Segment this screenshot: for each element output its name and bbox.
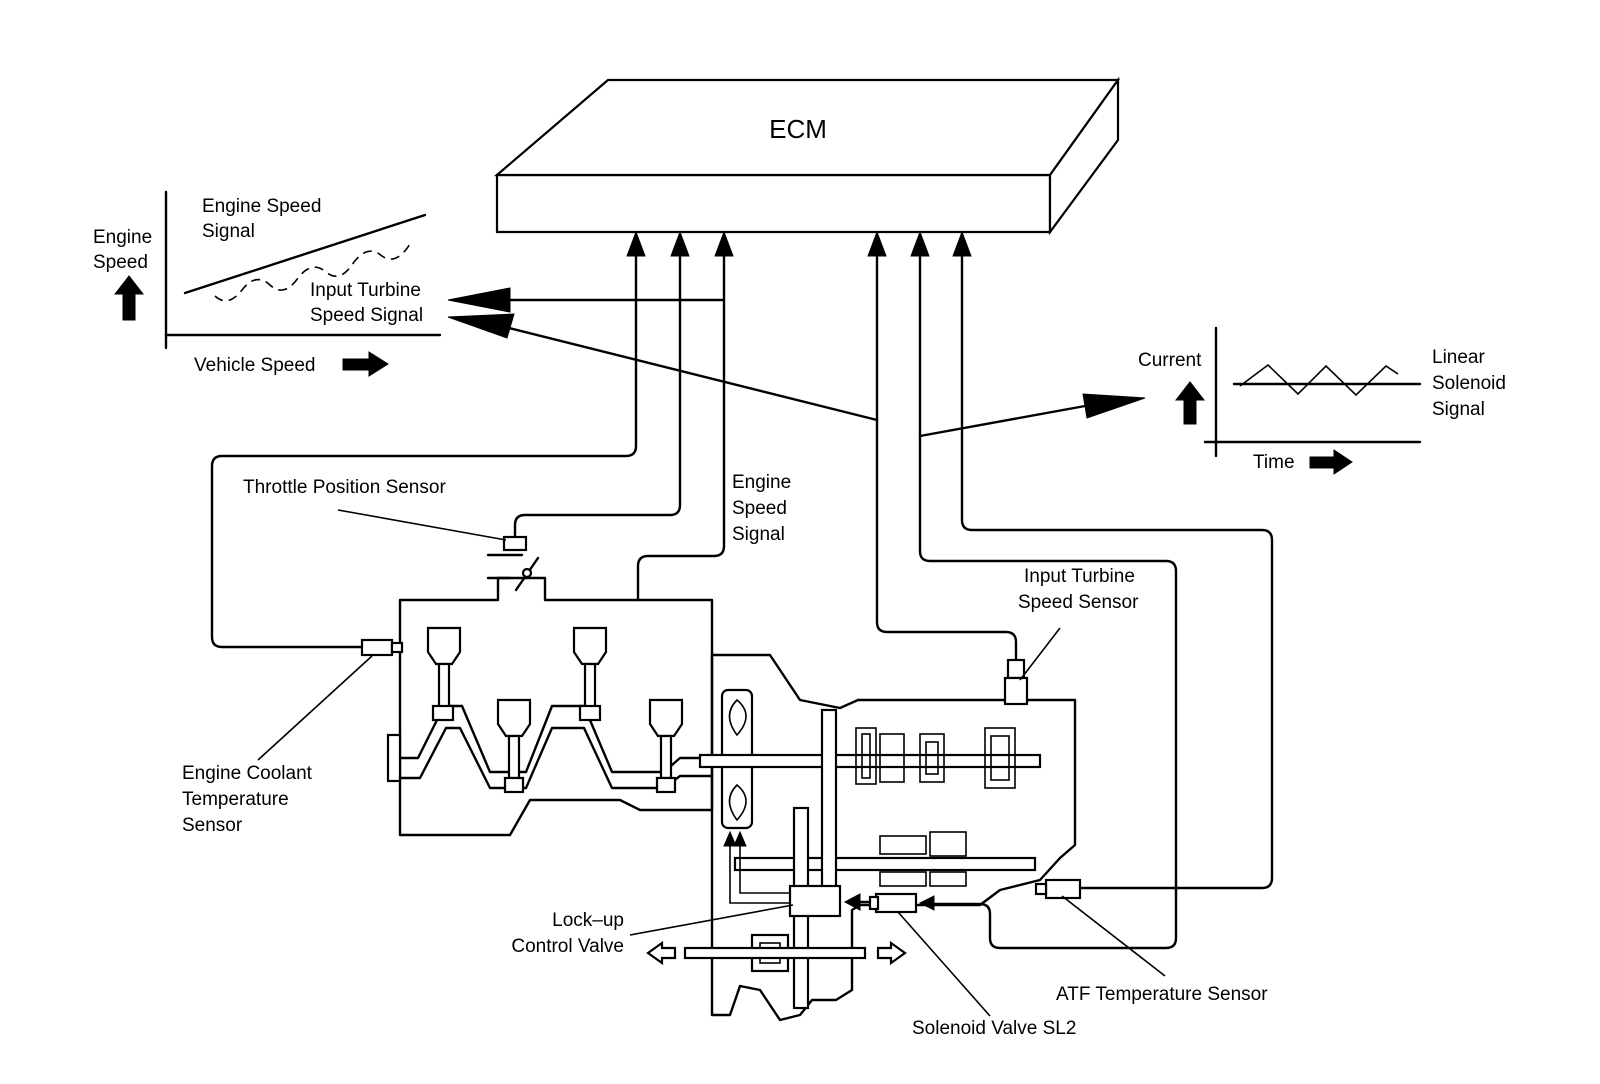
input-turbine-speed-sensor — [1003, 658, 1029, 706]
counter-shaft — [733, 856, 1037, 872]
atf-temperature-sensor — [1034, 878, 1082, 900]
pointer-arrow-icon — [447, 287, 511, 313]
engine-speed-line-label: Signal — [202, 221, 255, 242]
solenoid-signal-graph: Current Time Linear Solenoid Signal — [1138, 326, 1506, 475]
turbine-wave-label: Input Turbine — [310, 280, 421, 301]
right-arrow-icon — [342, 351, 389, 377]
piston — [572, 626, 608, 716]
turbine-sensor-label: Input Turbine — [1024, 566, 1135, 587]
coolant-sensor-label: Engine Coolant — [182, 763, 313, 784]
component-labels: Throttle Position Sensor Engine Speed Si… — [182, 472, 1268, 1039]
throttle-position-sensor — [502, 535, 528, 552]
solenoid-signal-label: Solenoid — [1432, 373, 1506, 394]
clutch-pack — [855, 727, 1016, 789]
lower-clutch-pack — [879, 831, 967, 887]
up-arrow-icon — [113, 275, 145, 321]
ecm-input-arrow-icon — [910, 230, 930, 257]
solenoid-sl2-label: Solenoid Valve SL2 — [912, 1018, 1076, 1039]
graph-x-label: Vehicle Speed — [194, 355, 316, 376]
coolant-sensor-label: Sensor — [182, 815, 243, 836]
ecm-input-arrow-icon — [670, 230, 690, 257]
engine-speed-line-label: Engine Speed — [202, 196, 321, 217]
turbine-speed-wave — [214, 243, 411, 302]
engine-speed-wire — [636, 238, 726, 602]
engine-speed-signal-label: Speed — [732, 498, 787, 519]
signal-wires — [210, 230, 1274, 950]
throttle-body — [486, 553, 540, 592]
solenoid-current-wave — [1239, 363, 1399, 397]
engine-side-plate — [386, 733, 402, 783]
turbine-sensor-wire — [875, 238, 1018, 662]
turbine-sensor-label: Speed Sensor — [1018, 592, 1139, 613]
piston — [426, 626, 462, 716]
transmission-case — [646, 653, 1077, 1022]
coolant-sensor-label: Temperature — [182, 789, 289, 810]
throttle-sensor-label: Throttle Position Sensor — [243, 477, 446, 498]
atf-sensor-wire — [960, 238, 1274, 890]
piston — [648, 698, 684, 780]
engine-speed-signal-label: Engine — [732, 472, 791, 493]
pointer-arrow-icon — [1082, 393, 1146, 419]
lockup-valve-label: Control Valve — [511, 936, 624, 957]
solenoid-wire — [918, 238, 1178, 950]
engine-speed-signal-label: Signal — [732, 524, 785, 545]
drive-gear — [820, 708, 838, 902]
throttle-sensor-wire — [513, 238, 682, 540]
ecm-input-arrow-icon — [714, 230, 734, 257]
up-arrow-icon — [1174, 381, 1206, 425]
leader-lines — [257, 509, 1166, 1017]
engine-speed-line — [183, 213, 427, 295]
ecm-input-arrow-icon — [626, 230, 646, 257]
engine-block — [386, 576, 714, 837]
engine-speed-graph: Engine Speed Engine Speed Signal Input T… — [93, 190, 442, 377]
solenoid-valve-sl2 — [843, 892, 935, 914]
right-arrow-icon — [1309, 449, 1353, 475]
right-axle-arrow-icon — [876, 940, 907, 966]
solenoid-to-valve-arrow-icon — [843, 893, 861, 911]
graph-y-label: Speed — [93, 252, 148, 273]
ecm-unit: ECM — [494, 76, 1121, 236]
lockup-control-valve — [788, 884, 842, 918]
hydraulic-lines — [723, 830, 790, 904]
coolant-temperature-sensor — [360, 638, 404, 657]
coolant-sensor-wire — [210, 238, 638, 649]
turbine-wave-label: Speed Signal — [310, 305, 423, 326]
pointer-arrow-icon — [447, 313, 515, 339]
ecm-input-arrow-icon — [952, 230, 972, 257]
graph-y-label: Engine — [93, 227, 152, 248]
lockup-valve-label: Lock–up — [552, 910, 624, 931]
ecm-input-arrow-icon — [867, 230, 887, 257]
solenoid-signal-label: Linear — [1432, 347, 1485, 368]
atf-sensor-label: ATF Temperature Sensor — [1056, 984, 1268, 1005]
solenoid-signal-label: Signal — [1432, 399, 1485, 420]
axle-shaft — [683, 946, 867, 960]
graph-pointer-arrows — [447, 287, 1146, 438]
ecm-label: ECM — [769, 114, 827, 144]
solenoid-graph-y-label: Current — [1138, 350, 1202, 371]
piston — [496, 698, 532, 780]
solenoid-graph-x-label: Time — [1253, 452, 1295, 473]
left-axle-arrow-icon — [646, 940, 677, 966]
